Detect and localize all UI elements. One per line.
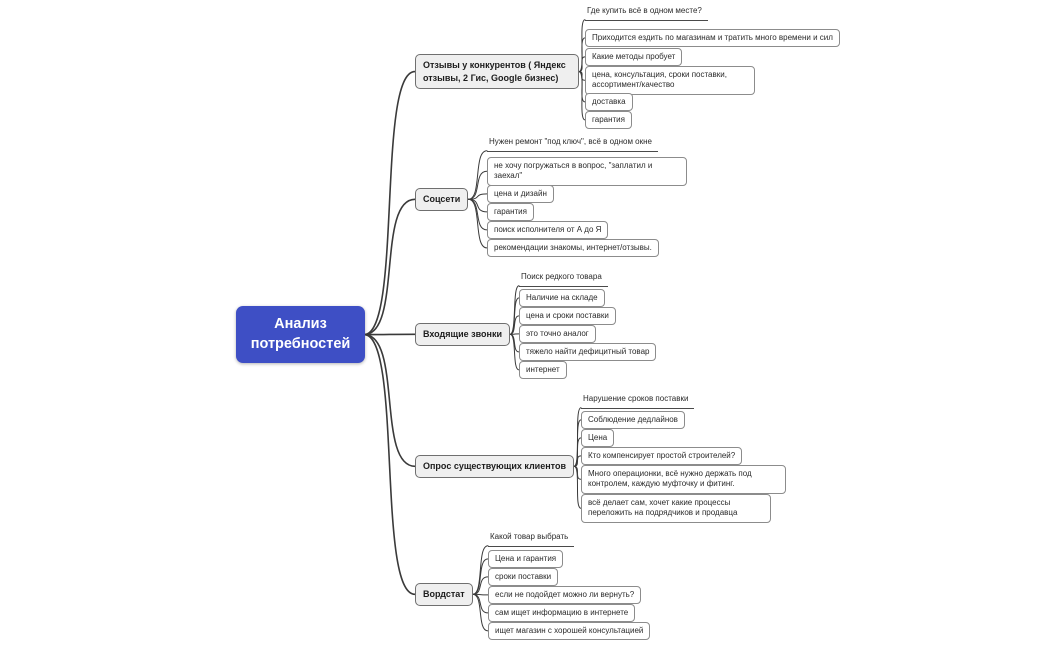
- subtopic[interactable]: это точно аналог: [519, 325, 596, 343]
- subtopic[interactable]: Соблюдение дедлайнов: [581, 411, 685, 429]
- subtopic[interactable]: Кто компенсирует простой строителей?: [581, 447, 743, 465]
- subtopic[interactable]: Поиск редкого товара: [519, 271, 608, 287]
- branch-wordstat[interactable]: Вордстат: [415, 583, 473, 606]
- subtopic[interactable]: Цена: [581, 429, 615, 447]
- subtopic[interactable]: гарантия: [487, 203, 534, 221]
- subtopic[interactable]: Цена и гарантия: [488, 550, 564, 568]
- subtopic[interactable]: Нужен ремонт "под ключ", всё в одном окн…: [487, 136, 658, 152]
- branch-incoming-calls[interactable]: Входящие звонки: [415, 323, 510, 346]
- subtopic[interactable]: сам ищет информацию в интернете: [488, 604, 636, 622]
- central-topic[interactable]: Анализ потребностей: [236, 306, 365, 364]
- subtopic[interactable]: цена и сроки поставки: [519, 307, 616, 325]
- subtopic[interactable]: Много операционки, всё нужно держать под…: [581, 465, 786, 494]
- subtopic[interactable]: Где купить всё в одном месте?: [585, 5, 708, 21]
- subtopic[interactable]: цена и дизайн: [487, 185, 554, 203]
- subtopic[interactable]: интернет: [519, 361, 567, 379]
- subtopic[interactable]: сроки поставки: [488, 568, 559, 586]
- subtopic[interactable]: ищет магазин с хорошей консультацией: [488, 622, 651, 640]
- branch-social-networks[interactable]: Соцсети: [415, 188, 469, 211]
- subtopic[interactable]: Нарушение сроков поставки: [581, 393, 695, 409]
- subtopic[interactable]: не хочу погружаться в вопрос, "заплатил …: [487, 157, 687, 186]
- subtopic[interactable]: доставка: [585, 93, 633, 111]
- subtopic[interactable]: цена, консультация, сроки поставки, ассо…: [585, 66, 755, 95]
- subtopic[interactable]: если не подойдет можно ли вернуть?: [488, 586, 642, 604]
- subtopic[interactable]: Какой товар выбрать: [488, 531, 575, 547]
- subtopic[interactable]: Какие методы пробует: [585, 48, 683, 66]
- subtopic[interactable]: поиск исполнителя от А до Я: [487, 221, 609, 239]
- branch-client-survey[interactable]: Опрос существующих клиентов: [415, 455, 574, 478]
- subtopic[interactable]: всё делает сам, хочет какие процессы пер…: [581, 494, 771, 523]
- subtopic[interactable]: рекомендации знакомы, интернет/отзывы.: [487, 239, 659, 257]
- branch-competitor-reviews[interactable]: Отзывы у конкурентов ( Яндекс отзывы, 2 …: [415, 54, 579, 90]
- subtopic[interactable]: Приходится ездить по магазинам и тратить…: [585, 29, 840, 47]
- subtopic[interactable]: Наличие на складе: [519, 289, 605, 307]
- subtopic[interactable]: тяжело найти дефицитный товар: [519, 343, 657, 361]
- subtopic[interactable]: гарантия: [585, 111, 632, 129]
